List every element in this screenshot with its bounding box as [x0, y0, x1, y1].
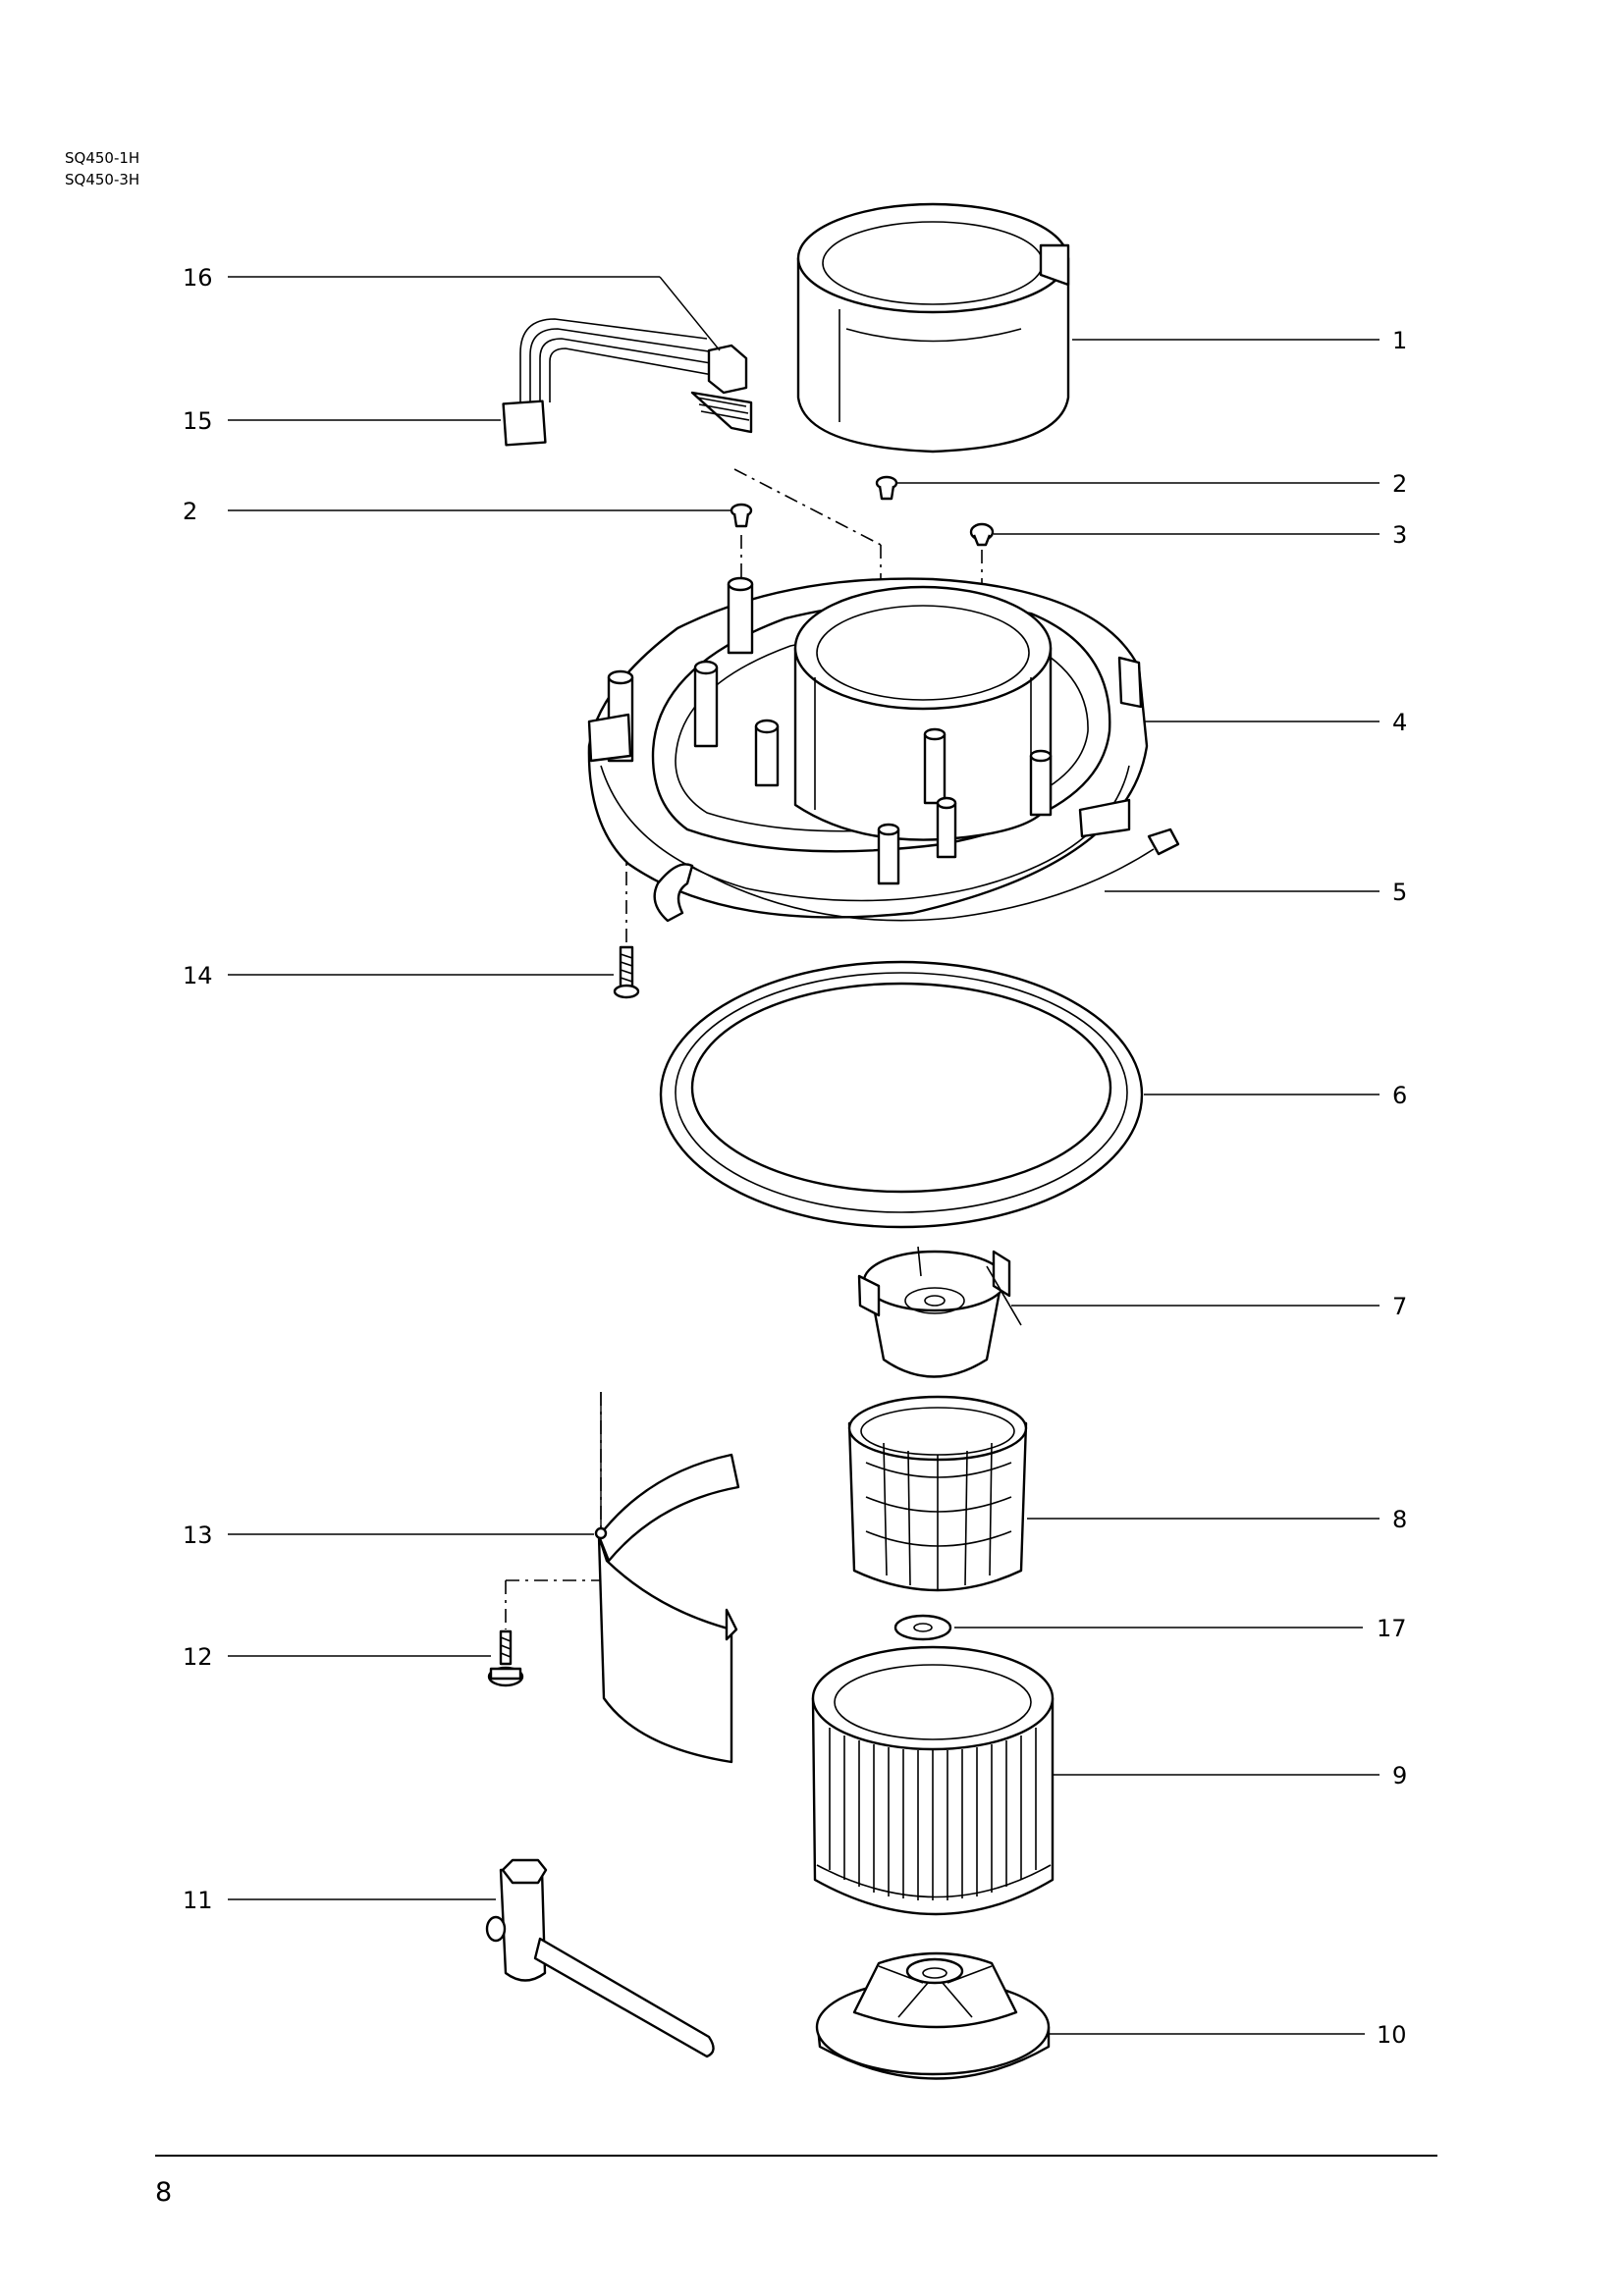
- part-1-cover-ring: [796, 202, 1070, 454]
- model-number-1: SQ450-1H: [65, 149, 140, 167]
- model-number-2: SQ450-3H: [65, 171, 140, 188]
- part-3-plug: [969, 522, 995, 547]
- part-4-motor-housing: [587, 576, 1149, 919]
- part-9-cartridge-filter: [811, 1645, 1055, 1916]
- part-5-wire-with-clip: [653, 828, 1180, 923]
- part-16-connector-block: [690, 344, 753, 434]
- callout-6: 6: [1392, 1082, 1407, 1109]
- callout-8: 8: [1392, 1506, 1407, 1533]
- part-10-filter-end-cap: [815, 1951, 1051, 2080]
- part-13-curved-shield: [594, 1392, 740, 1764]
- callout-5: 5: [1392, 879, 1407, 906]
- callout-10: 10: [1377, 2021, 1407, 2049]
- part-8-filter-basket: [847, 1395, 1028, 1592]
- callout-2-right: 2: [1392, 470, 1407, 498]
- callout-7: 7: [1392, 1293, 1407, 1320]
- callout-12: 12: [183, 1643, 213, 1671]
- footer-rule: [155, 2155, 1437, 2157]
- part-2-plug-right: [875, 475, 898, 501]
- callout-11: 11: [183, 1887, 213, 1914]
- part-6-gasket-ring: [659, 960, 1144, 1229]
- page-number: 8: [155, 2177, 173, 2208]
- callout-4: 4: [1392, 709, 1407, 736]
- callout-15: 15: [183, 407, 213, 435]
- callout-13: 13: [183, 1522, 213, 1549]
- leader-lines: [228, 276, 1380, 2035]
- callout-17: 17: [1377, 1615, 1407, 1642]
- callout-16: 16: [183, 264, 213, 292]
- part-7-diffuser: [857, 1246, 1022, 1378]
- callout-1: 1: [1392, 327, 1407, 354]
- part-15-cable-harness: [502, 318, 714, 447]
- part-2-plug-left: [730, 503, 753, 528]
- callout-14: 14: [183, 962, 213, 989]
- model-numbers: SQ450-1H SQ450-3H: [65, 147, 139, 190]
- part-12-screw: [487, 1629, 524, 1687]
- part-11-hex-key-tool: [485, 1858, 715, 2058]
- part-17-washer: [893, 1614, 952, 1641]
- callout-2-left: 2: [183, 498, 197, 525]
- callout-3: 3: [1392, 521, 1407, 549]
- callout-9: 9: [1392, 1762, 1407, 1789]
- part-14-screw: [613, 945, 640, 999]
